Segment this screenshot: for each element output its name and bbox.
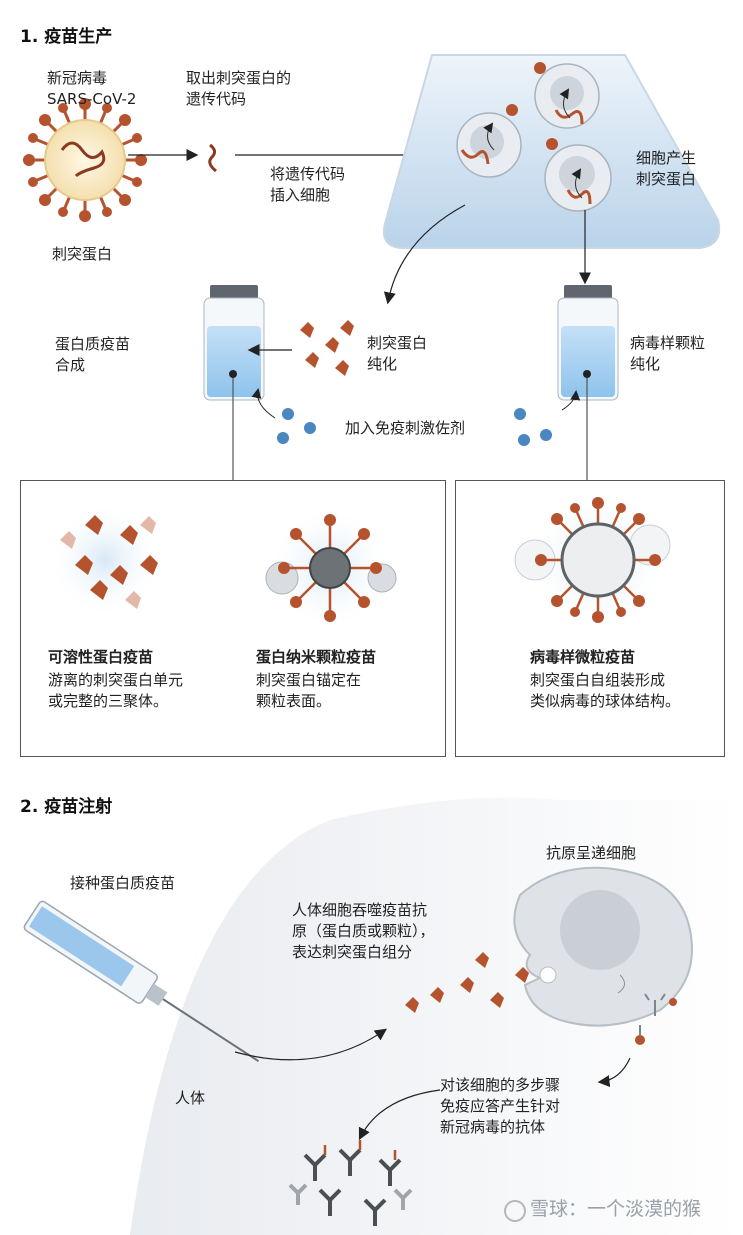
soluble-vaccine-title: 可溶性蛋白疫苗 bbox=[48, 648, 154, 666]
soluble-protein-illustration bbox=[47, 502, 163, 618]
sars-cov-2-virus bbox=[23, 98, 147, 222]
virus-label: 新冠病毒 SARS-CoV-2 bbox=[47, 69, 137, 108]
vlp-vaccine-title: 病毒样微粒疫苗 bbox=[530, 648, 636, 666]
vlp-illustration bbox=[514, 490, 671, 630]
engulf-label: 人体细胞吞噬疫苗抗 原（蛋白质或颗粒）， 表达刺突蛋白组分 bbox=[292, 901, 435, 961]
spike-purify-label: 刺突蛋白 纯化 bbox=[367, 334, 428, 373]
vial-protein bbox=[203, 285, 265, 401]
vaccine-antigens bbox=[405, 952, 529, 1013]
box-protein-vaccines bbox=[20, 480, 446, 757]
nanoparticle-vaccine-title: 蛋白纳米颗粒疫苗 bbox=[256, 648, 377, 666]
section1-title: 1. 疫苗生产 bbox=[20, 27, 113, 47]
adjuvant-dots bbox=[277, 408, 552, 446]
antibodies bbox=[288, 1140, 413, 1226]
immune-response-label: 对该细胞的多步骤 免疫应答产生针对 新冠病毒的抗体 bbox=[440, 1076, 561, 1136]
nanoparticle-vaccine-desc: 刺突蛋白锚定在 颗粒表面。 bbox=[256, 671, 362, 710]
human-body-label: 人体 bbox=[175, 1089, 206, 1107]
extract-code-label: 取出刺突蛋白的 遗传代码 bbox=[186, 69, 292, 108]
vlp-vaccine-desc: 刺突蛋白自组装形成 类似病毒的球体结构。 bbox=[530, 671, 681, 710]
soluble-vaccine-desc: 游离的刺突蛋白单元 或完整的三聚体。 bbox=[48, 671, 184, 710]
watermark-icon bbox=[504, 1200, 526, 1222]
syringe bbox=[23, 900, 260, 1063]
human-body-shape bbox=[130, 797, 743, 1235]
antigen-presenting-cell bbox=[513, 866, 693, 1045]
watermark-text: 雪球：一个淡漠的猴 bbox=[530, 1198, 702, 1220]
cells-produce-label: 细胞产生 刺突蛋白 bbox=[636, 149, 697, 188]
protein-synthesis-label: 蛋白质疫苗 合成 bbox=[55, 335, 131, 374]
section2-title: 2. 疫苗注射 bbox=[20, 797, 113, 817]
inject-label: 接种蛋白质疫苗 bbox=[70, 874, 176, 892]
insert-code-label: 将遗传代码 插入细胞 bbox=[270, 165, 346, 204]
purified-spikes bbox=[300, 320, 354, 376]
vial-vlp bbox=[557, 285, 619, 401]
culture-flask bbox=[382, 54, 721, 249]
adjuvant-label: 加入免疫刺激佐剂 bbox=[345, 419, 466, 437]
vlp-purify-label: 病毒样颗粒 纯化 bbox=[630, 334, 706, 373]
spike-protein-label: 刺突蛋白 bbox=[52, 245, 113, 263]
box-vlp-vaccine bbox=[455, 480, 725, 757]
rna-fragment bbox=[208, 143, 217, 173]
nanoparticle-illustration bbox=[265, 506, 397, 630]
apc-label: 抗原呈递细胞 bbox=[546, 844, 637, 862]
